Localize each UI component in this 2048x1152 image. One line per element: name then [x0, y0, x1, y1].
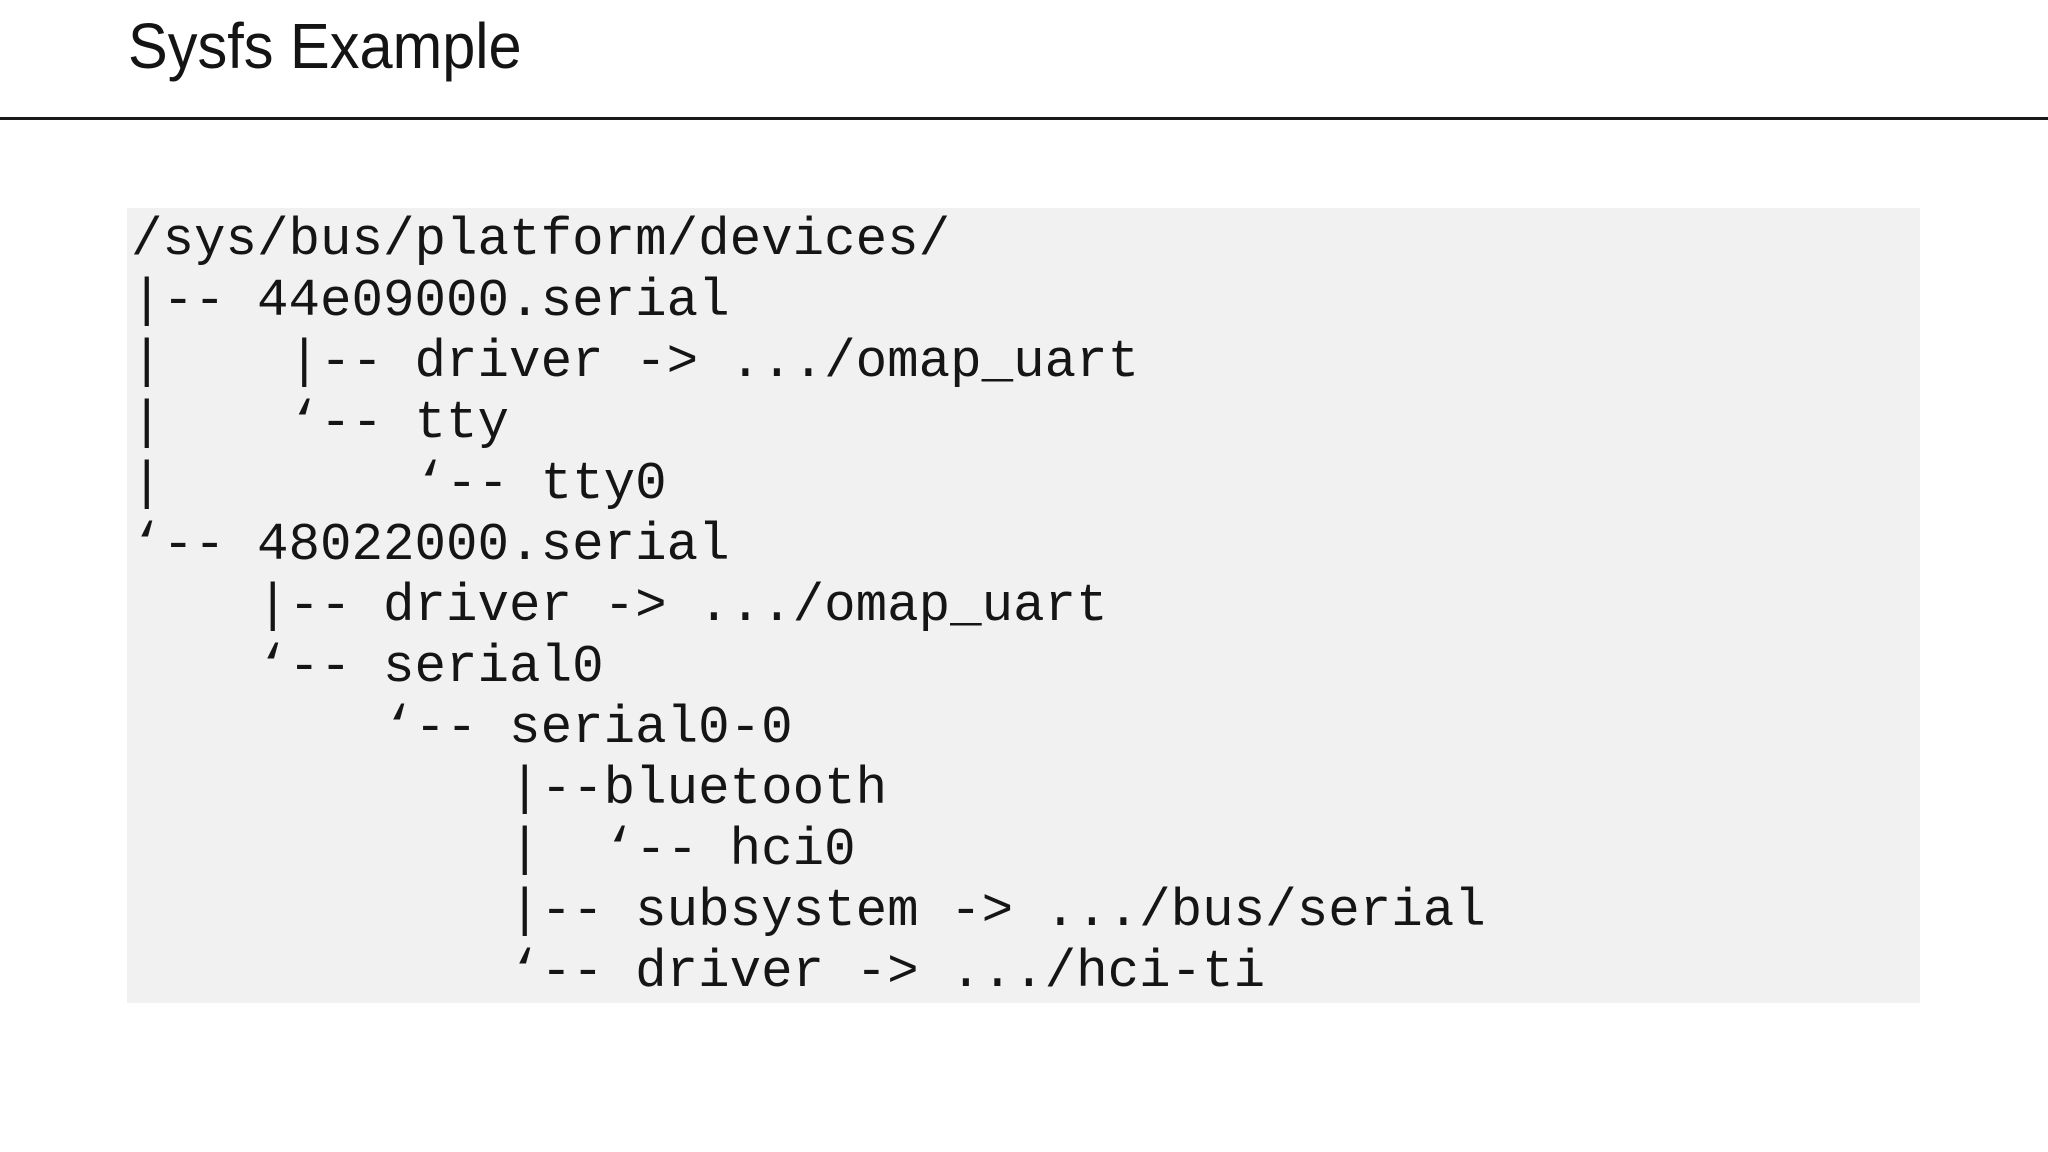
sysfs-tree-code-block: /sys/bus/platform/devices/ |-- 44e09000.… [127, 208, 1920, 1003]
page-title: Sysfs Example [128, 10, 522, 82]
code-line-driver-omap-uart-2: |-- driver -> .../omap_uart [131, 576, 1108, 636]
code-line-serial0: ‘-- serial0 [131, 637, 604, 697]
code-line-44e09000-serial: |-- 44e09000.serial [131, 271, 730, 331]
code-line-root-path: /sys/bus/platform/devices/ [131, 210, 951, 270]
code-line-hci0: | ‘-- hci0 [131, 820, 856, 880]
code-line-driver-omap-uart-1: | |-- driver -> .../omap_uart [131, 332, 1140, 392]
code-line-driver-hci-ti: ‘-- driver -> .../hci-ti [131, 942, 1266, 1002]
code-line-tty0: | ‘-- tty0 [131, 454, 667, 514]
title-divider [0, 117, 2048, 120]
code-line-serial0-0: ‘-- serial0-0 [131, 698, 793, 758]
code-line-tty: | ‘-- tty [131, 393, 510, 453]
code-line-48022000-serial: ‘-- 48022000.serial [131, 515, 730, 575]
code-line-subsystem: |-- subsystem -> .../bus/serial [131, 881, 1486, 941]
code-line-bluetooth: |--bluetooth [131, 759, 888, 819]
